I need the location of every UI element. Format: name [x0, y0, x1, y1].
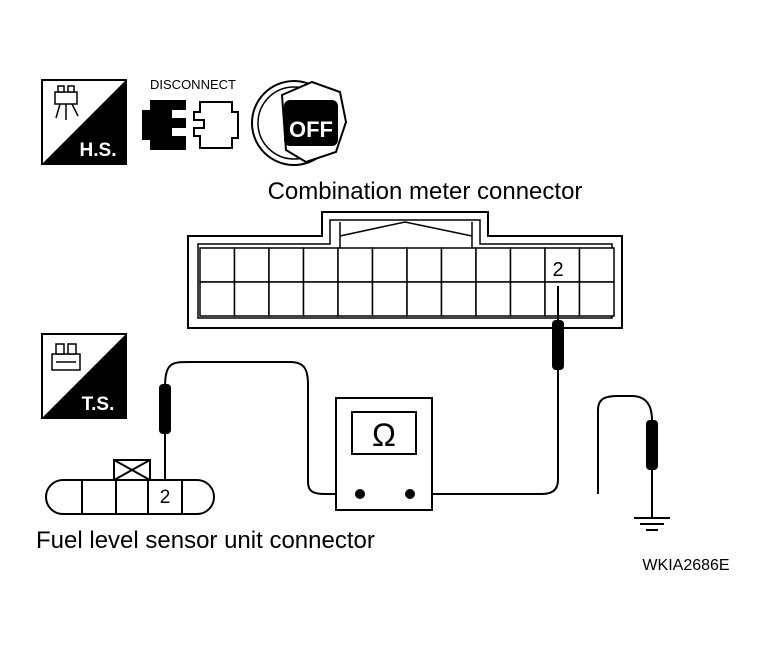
meter-connector-cell — [509, 247, 546, 283]
meter-connector-cell — [302, 247, 339, 283]
hs-badge-label: H.S. — [80, 140, 117, 161]
wires — [164, 361, 653, 495]
meter-connector-cell — [475, 281, 512, 317]
meter-connector-cell — [268, 281, 305, 317]
meter-connector-cell — [406, 281, 443, 317]
wire-fuel-sensor-to-ohmmeter — [164, 361, 358, 495]
harness-side-badge: H.S. — [41, 79, 127, 165]
terminal-side-icon — [51, 343, 81, 371]
meter-connector-cell — [371, 281, 408, 317]
meter-pin-number: 2 — [552, 259, 563, 281]
meter-connector-cells — [199, 247, 615, 317]
probe-meter-pin — [552, 286, 564, 370]
ignition-off-icon: OFF — [251, 80, 348, 166]
fuel-sensor-pin-number: 2 — [160, 487, 171, 508]
meter-connector-cell — [199, 281, 236, 317]
combination-meter-title: Combination meter connector — [268, 178, 583, 205]
wire-meter-to-ohmmeter — [410, 370, 559, 495]
fuel-sensor-connector — [45, 459, 215, 515]
meter-connector-cell — [544, 247, 581, 283]
meter-connector-cell — [509, 281, 546, 317]
meter-connector-cell — [337, 247, 374, 283]
meter-connector-cell — [199, 247, 236, 283]
fuel-sensor-title: Fuel level sensor unit connector — [36, 527, 375, 554]
disconnect-connector-icon: DISCONNECT — [142, 77, 239, 150]
ground-icon — [634, 512, 670, 531]
meter-connector-cell — [302, 281, 339, 317]
combination-meter-connector: 2 — [187, 211, 623, 329]
meter-connector-cell — [337, 281, 374, 317]
ohmmeter-terminal-left — [355, 489, 365, 499]
ohmmeter-icon: Ω — [335, 397, 433, 511]
ohmmeter-symbol: Ω — [372, 417, 396, 453]
meter-connector-cell — [544, 281, 581, 317]
harness-side-icon — [54, 85, 79, 120]
meter-connector-cell — [440, 281, 477, 317]
meter-connector-cell — [578, 247, 615, 283]
disconnect-label: DISCONNECT — [150, 77, 236, 92]
meter-connector-cell — [578, 281, 615, 317]
meter-connector-cell — [406, 247, 443, 283]
meter-connector-cell — [475, 247, 512, 283]
probe-fuel-sensor-pin — [159, 384, 171, 482]
meter-connector-cell — [233, 247, 270, 283]
terminal-side-badge: T.S. — [41, 333, 127, 419]
meter-connector-cell — [268, 247, 305, 283]
meter-connector-cell — [233, 281, 270, 317]
figure-code: WKIA2686E — [642, 557, 729, 574]
meter-connector-cell — [371, 247, 408, 283]
probe-ground — [646, 420, 658, 512]
ohmmeter-terminal-right — [405, 489, 415, 499]
ts-badge-label: T.S. — [82, 394, 115, 415]
ignition-off-label: OFF — [289, 117, 333, 142]
meter-connector-cell — [440, 247, 477, 283]
wire-ohmmeter-to-ground-probe — [597, 395, 653, 494]
